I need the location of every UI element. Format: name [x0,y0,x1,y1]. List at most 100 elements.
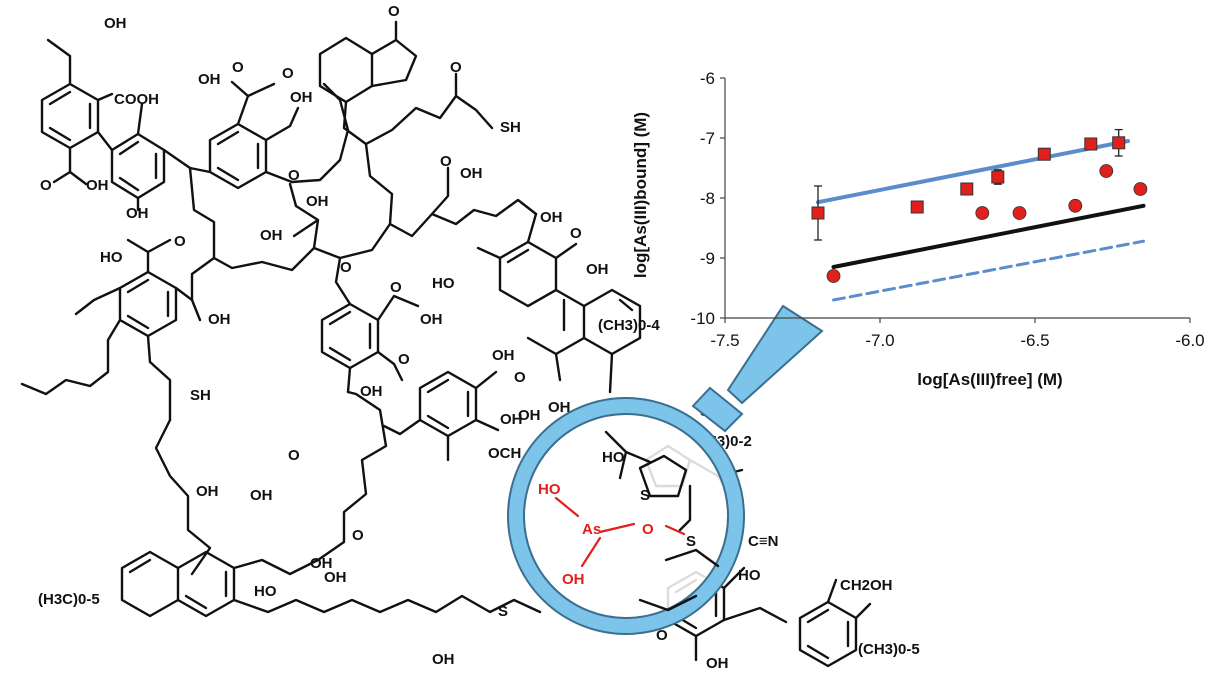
chemical-labels: OH COOH O O OH OH O SH O OH OH O OH O OH… [38,3,920,672]
chem-label: OH [208,311,231,328]
chem-label: O [40,177,52,194]
chem-label: (CH3)0-4 [598,317,660,334]
binding-site: HO S HO As O S OH [538,430,720,612]
bond [20,238,202,422]
chem-label: O [174,233,186,250]
lens-handle [726,304,824,405]
chem-label: O [656,627,668,644]
chem-label: (H3C)0-5 [38,591,100,608]
scatter-chart: -6-7-8-9-10-7.5-7.0-6.5-6.0 log[As(III)f… [631,69,1205,389]
chem-label: OH [500,411,523,428]
chem-label: OH [540,209,563,226]
thiol-sulfur: S [686,533,696,550]
chem-label: OH [548,399,571,416]
x-tick-label: -6.5 [1020,331,1049,350]
chem-label: O [514,369,526,386]
square-point [1084,137,1098,151]
chem-label: COOH [114,91,159,108]
chain [188,166,216,302]
as-bond [554,496,686,568]
chem-label: HO [738,567,761,584]
chem-label: O [340,259,352,276]
chem-label: O [388,3,400,20]
ring-lower [638,548,720,612]
bond [826,578,872,620]
lens-handle-joint [691,386,744,433]
square-point [811,206,825,220]
chem-label: HO [432,275,455,292]
ring [582,288,642,356]
chem-label: C≡N [748,533,778,550]
magnifier [507,304,824,635]
ring [526,288,586,356]
circle-point [1012,206,1027,220]
ring [176,550,236,618]
ethyl [46,38,72,86]
y-tick-label: -7 [700,129,715,148]
chem-label: OH [518,407,541,424]
chain [154,418,212,576]
chem-label: O [352,527,364,544]
chain [232,390,388,576]
chem-label: O [440,153,452,170]
square-point [960,182,974,196]
square-point [910,200,924,214]
chem-label: O [398,351,410,368]
chem-label: O [570,225,582,242]
lens-rim-inner [523,413,729,619]
chem-label: (CH3)0-5 [858,641,920,658]
chem-label: OH [198,71,221,88]
fit-line [816,139,1130,204]
chem-label: OH [250,487,273,504]
bond [230,80,300,184]
chem-label: HO [254,583,277,600]
ring [120,550,180,618]
chem-label: OH [432,651,455,668]
chem-label: SH [190,387,211,404]
chem-label: SH [500,119,521,136]
y-tick-label: -9 [700,249,715,268]
chem-label: OH [360,383,383,400]
ring-inner [48,90,92,142]
bond [476,212,614,394]
ring [498,240,558,308]
square-point [991,170,1005,184]
ring-inner [128,558,228,610]
chemical-structure [20,20,872,668]
x-tick-label: -7.5 [710,331,739,350]
chem-label: O [390,279,402,296]
chem-label: OH [290,89,313,106]
ring-inner [426,378,470,430]
chem-label: OCH [488,445,521,462]
chem-label: O [232,59,244,76]
chain [388,166,538,238]
arsenic-atom: As [582,521,601,538]
ring5 [370,38,418,88]
arsenic-hydroxyl: OH [562,571,585,588]
axes [720,77,1191,323]
circle-point [826,269,841,283]
circle-point [1099,164,1114,178]
circle-point [975,206,990,220]
chain [212,142,394,272]
ring5 [638,454,688,498]
chain [288,182,320,250]
chem-label: HO [100,249,123,266]
x-tick-label: -7.0 [865,331,894,350]
y-axis-label: log[As(III)bound] (M) [631,112,650,278]
square-point [1112,136,1126,150]
chem-label: OH [460,165,483,182]
circle-point [1133,182,1148,196]
chem-label: OH [306,193,329,210]
chem-label: O [288,167,300,184]
data-points [811,128,1148,283]
bond [342,72,494,146]
arsenic-hydroxyl: HO [538,481,561,498]
x-axis-label: log[As(III)free] (M) [917,370,1062,389]
chem-label: OH [586,261,609,278]
arsenic-oxygen: O [642,521,654,538]
chem-label: OH [86,177,109,194]
chem-label: HO [602,449,625,466]
chem-label: S [498,603,508,620]
